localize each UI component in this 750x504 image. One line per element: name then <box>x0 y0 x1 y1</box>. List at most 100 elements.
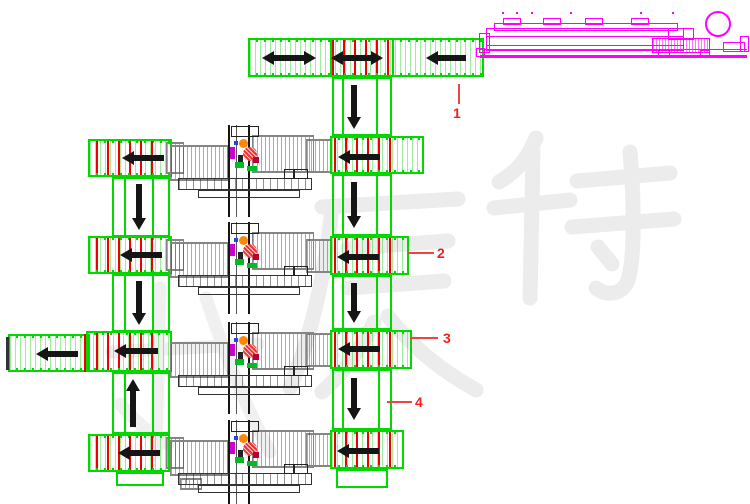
flow-arrow-left <box>337 444 379 458</box>
machine-mark <box>531 12 533 14</box>
arrow-head <box>304 51 316 65</box>
watermark-stroke <box>486 192 578 216</box>
flow-arrow-down <box>347 85 361 129</box>
watermark-stroke <box>522 144 541 306</box>
station-base-rail <box>198 485 300 493</box>
station-infeed-conveyor <box>170 342 228 378</box>
watermark-stroke <box>564 211 682 235</box>
flow-arrow-left <box>338 342 380 356</box>
arrow-head <box>338 342 350 356</box>
flow-arrow-left <box>338 150 380 164</box>
machine-coil-disc <box>705 11 731 37</box>
transfer-section <box>332 369 392 430</box>
watermark-stroke <box>590 239 620 272</box>
station-feet <box>284 169 308 179</box>
transfer-roller <box>84 334 87 372</box>
edgebander-station-1 <box>168 125 314 217</box>
arrow-head <box>331 51 343 65</box>
flow-arrow-left <box>36 347 78 361</box>
station-feet <box>284 366 308 376</box>
trim-unit <box>238 352 243 361</box>
callout-number-3: 3 <box>443 330 451 346</box>
guide-block <box>235 259 244 265</box>
pressure-roller <box>239 139 248 148</box>
arrow-shaft <box>47 351 78 357</box>
frame-line <box>342 371 344 428</box>
watermark-stroke <box>569 165 678 189</box>
edgebander-station-3 <box>168 322 314 414</box>
callout-number-2: 2 <box>437 245 445 261</box>
sensor-dot <box>234 141 238 145</box>
machine-top-rail <box>494 23 678 31</box>
cutter-unit <box>253 254 259 260</box>
frame-line <box>124 276 126 330</box>
arrow-head <box>338 150 350 164</box>
arrow-shaft <box>351 283 357 312</box>
glue-unit <box>230 442 235 454</box>
guide-block <box>235 359 244 365</box>
arrow-head <box>132 218 146 230</box>
cutter-unit <box>253 354 259 360</box>
station-base-rail <box>198 387 300 395</box>
right-row3-conveyor <box>330 330 412 369</box>
glue-unit <box>230 244 235 256</box>
frame-line <box>152 374 154 432</box>
watermark-stroke <box>380 308 484 398</box>
arrow-head <box>337 444 349 458</box>
callout-number-4: 4 <box>415 394 423 410</box>
cutter-unit <box>253 452 259 458</box>
flow-arrow-left <box>426 51 466 65</box>
machine-body-line <box>487 45 683 46</box>
machine-clamp <box>631 18 649 25</box>
transfer-section <box>112 372 170 434</box>
frame-line <box>376 176 378 234</box>
trim-unit <box>238 155 243 164</box>
station-base-beam <box>178 275 312 287</box>
arrow-shaft <box>129 450 160 456</box>
machine-outfeed-stub <box>306 433 332 467</box>
station-base-rail <box>198 287 300 295</box>
conveyor-end-cap <box>6 337 9 370</box>
arrow-head <box>347 216 361 228</box>
flow-arrow-down <box>347 378 361 420</box>
cutter-unit <box>253 157 259 163</box>
arrow-shaft <box>349 154 380 160</box>
station-feet <box>284 266 308 276</box>
edgebander-station-4 <box>168 420 314 504</box>
machine-clamp <box>585 18 603 25</box>
pressure-roller <box>239 434 248 443</box>
flow-arrow-bidirectional <box>331 51 383 65</box>
arrow-shaft <box>351 182 357 217</box>
transfer-section <box>336 469 388 488</box>
arrow-shaft <box>133 155 164 161</box>
station-infeed-conveyor <box>170 145 228 181</box>
station-infeed-conveyor <box>170 242 228 278</box>
frame-line <box>152 179 154 235</box>
machine-left-foot <box>476 48 485 57</box>
arrow-shaft <box>125 348 158 354</box>
machine-mark <box>570 12 572 14</box>
glue-unit <box>230 147 235 159</box>
machine-leg <box>658 50 670 57</box>
machine-clamp <box>503 18 521 25</box>
flow-arrow-left <box>114 344 158 358</box>
station-outfeed-conveyor <box>252 430 314 468</box>
guide-block <box>235 457 244 463</box>
flow-arrow-down <box>132 184 146 230</box>
flow-arrow-left <box>122 151 164 165</box>
machine-mark <box>516 12 518 14</box>
arrow-head <box>337 250 349 264</box>
machine-arm <box>723 42 745 52</box>
arrow-shaft <box>273 55 305 61</box>
arrow-head <box>122 151 134 165</box>
guide-block <box>235 162 244 168</box>
watermark-stroke <box>491 130 544 190</box>
machine-mark <box>672 12 674 14</box>
flow-arrow-up <box>126 379 140 427</box>
machine-clamp <box>543 18 561 25</box>
machine-right-box <box>668 28 694 40</box>
conveyor-joint <box>392 40 394 75</box>
station-head-unit <box>231 223 259 234</box>
frame-line <box>342 176 344 234</box>
arrow-head <box>36 347 48 361</box>
